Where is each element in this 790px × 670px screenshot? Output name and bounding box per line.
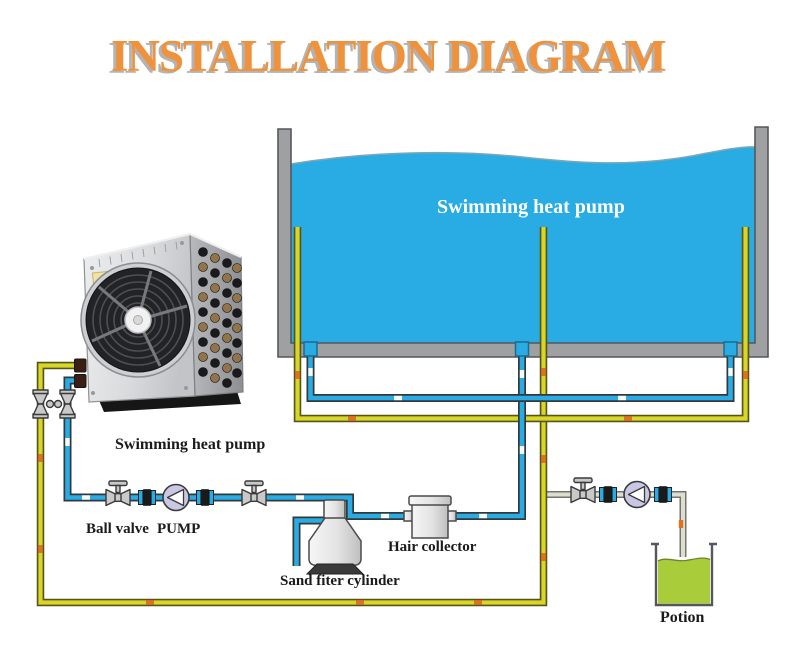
ball-valve-icon (241, 480, 267, 507)
shutoff-valve-blue-icon (53, 389, 76, 419)
inlet-connector (74, 374, 87, 388)
potion-walls (651, 542, 717, 607)
flow-marks (38, 368, 748, 605)
heat-pump-connectors (74, 358, 87, 388)
sand-filter-tank (305, 499, 365, 575)
heat-pump-unit-label: Swimming heat pump (115, 436, 266, 453)
heat-pump-unit-image (80, 232, 244, 412)
ball-valve-icon (105, 480, 131, 507)
water-pump-icon (162, 483, 190, 512)
panel-screws (90, 241, 188, 395)
pump-label: PUMP (157, 521, 201, 537)
pool-water (291, 146, 755, 343)
pipe-union-icon (196, 489, 214, 506)
pool-label: Swimming heat pump (437, 196, 625, 218)
outlet-connector (74, 358, 87, 373)
shutoff-valve-yellow-icon (32, 389, 55, 419)
potion-container (651, 542, 717, 607)
potion-liquid (658, 558, 710, 604)
hair-collector-label: Hair collector (388, 539, 477, 555)
pipe-union-icon (599, 486, 617, 503)
pool (277, 126, 769, 358)
side-coil-holes (198, 247, 242, 388)
drain-center (514, 341, 530, 357)
page-title: INSTALLATION DIAGRAM (111, 31, 667, 81)
drain-left (303, 341, 318, 357)
pool-drains (303, 341, 738, 357)
ball-valve-label: Ball valve (86, 521, 149, 537)
pipe-union-icon (138, 489, 156, 506)
sand-filter-base (305, 563, 365, 575)
dosing-pump-icon (623, 480, 651, 509)
hair-collector-tank (403, 495, 457, 539)
pool-structure (277, 126, 769, 358)
dosing-valve-icon (570, 477, 596, 504)
water-surface-wave (290, 146, 756, 165)
drain-right (723, 341, 738, 357)
fan-icon (80, 262, 196, 378)
potion-label: Potion (660, 609, 705, 626)
top-vents (98, 241, 178, 268)
pipe-union-icon (654, 486, 672, 503)
sand-filter-label: Sand fiter cylinder (280, 573, 400, 589)
potion-liquid-surface (657, 557, 711, 562)
